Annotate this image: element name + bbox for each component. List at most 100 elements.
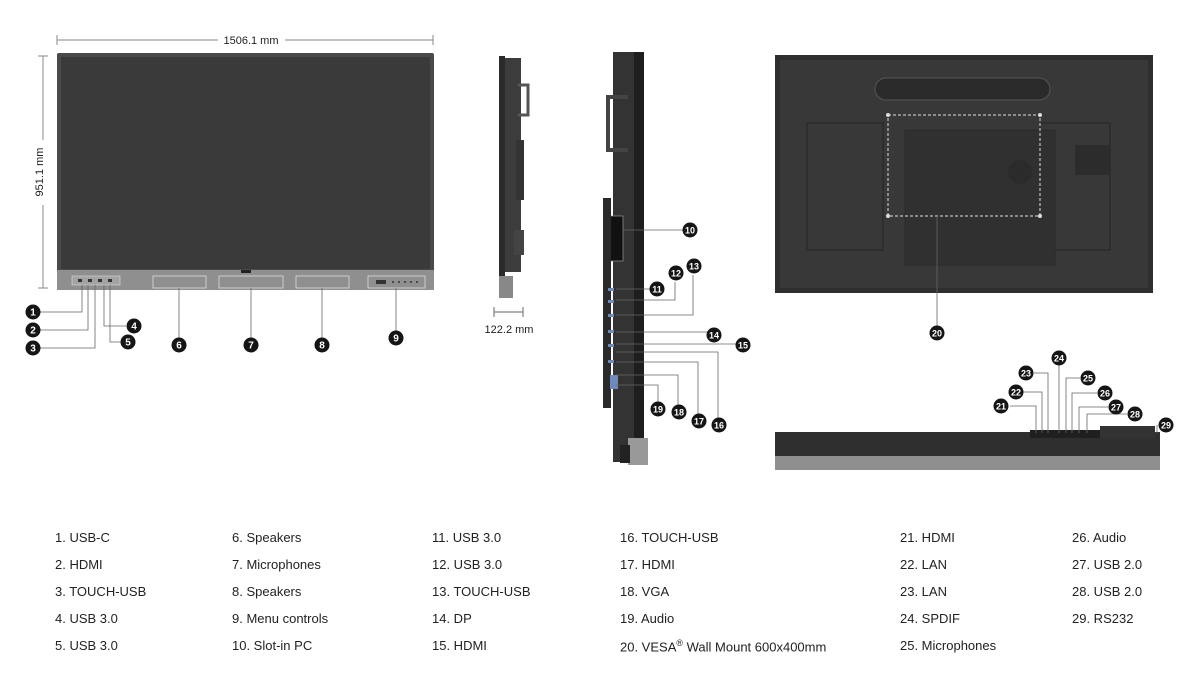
callout-number: 4 [131,322,137,333]
legend-item: 15. HDMI [432,638,487,653]
callout-29: 29 [1158,417,1174,433]
legend-column-4: 16. TOUCH-USB 17. HDMI 18. VGA 19. Audio… [620,530,826,665]
legend-item: 25. Microphones [900,638,997,653]
legend-column-6: 26. Audio 27. USB 2.0 28. USB 2.0 29. RS… [1072,530,1142,638]
callout-circle [682,222,698,238]
callout-circle [711,417,727,433]
callout-20: 20 [929,325,945,341]
vesa-mount-area [887,114,1041,217]
legend-item: 9. Menu controls [232,611,329,626]
product-diagram: 1506.1 mm 951.1 mm [25,35,1174,470]
legend-item: 11. USB 3.0 [432,530,502,545]
callout-circle [1080,370,1096,386]
legend-item: 13. TOUCH-USB [432,584,531,599]
callout-number: 25 [1083,374,1093,384]
callout-number: 21 [996,402,1006,412]
side-view: 122.2 mm [485,56,533,336]
callout-27: 27 [1108,399,1124,415]
callout-1: 1 [25,304,41,320]
bottom-view [775,358,1160,470]
callout-circle [1108,399,1124,415]
callout-17: 17 [691,413,707,429]
callout-10: 10 [682,222,698,238]
callout-number: 9 [393,334,399,345]
callout-circle [388,330,404,346]
callout-8: 8 [314,337,330,353]
callout-number: 10 [685,226,695,236]
callout-circle [1008,384,1024,400]
width-dimension-label: 1506.1 mm [223,35,278,47]
callout-2: 2 [25,322,41,338]
callout-6: 6 [171,337,187,353]
callout-23: 23 [1018,365,1034,381]
rear-view [775,55,1153,326]
legend-item: 23. LAN [900,584,947,599]
callout-circle [671,404,687,420]
legend-item: 18. VGA [620,584,670,599]
callout-number: 16 [714,421,724,431]
callout-circle [1127,406,1143,422]
height-dimension-label: 951.1 mm [34,148,46,197]
legend-column-2: 6. Speakers 7. Microphones 8. Speakers 9… [232,530,328,665]
callout-circle [1018,365,1034,381]
callout-21: 21 [993,398,1009,414]
legend-item: 1. USB-C [55,530,110,545]
callout-number: 19 [653,405,663,415]
callout-13: 13 [686,258,702,274]
callout-circle [929,325,945,341]
callout-number: 28 [1130,410,1140,420]
callout-circle [650,401,666,417]
callout-number: 15 [738,341,748,351]
callout-number: 2 [30,326,36,337]
callout-number: 5 [125,338,131,349]
callout-12: 12 [668,265,684,281]
callout-number: 12 [671,269,681,279]
legend-item: 4. USB 3.0 [55,611,118,626]
legend-item: 27. USB 2.0 [1072,557,1143,572]
legend-item: 12. USB 3.0 [432,557,503,572]
callout-5: 5 [120,334,136,350]
callout-14: 14 [706,327,722,343]
legend-item: 7. Microphones [232,557,321,572]
callout-circle [120,334,136,350]
callout-circle [706,327,722,343]
callout-circle [691,413,707,429]
callout-circle [668,265,684,281]
legend-item: 22. LAN [900,557,947,572]
callout-circle [1097,385,1113,401]
legend-item: 19. Audio [620,611,675,626]
callout-circle [25,304,41,320]
callout-circle [25,322,41,338]
callout-15: 15 [735,337,751,353]
callout-number: 13 [689,262,699,272]
callout-number: 26 [1100,389,1110,399]
legend-column-5: 21. HDMI 22. LAN 23. LAN 24. SPDIF 25. M… [900,530,996,665]
callout-number: 1 [30,308,36,319]
callout-18: 18 [671,404,687,420]
callout-circle [243,337,259,353]
callout-9: 9 [388,330,404,346]
callout-number: 11 [652,285,662,295]
callout-circle [686,258,702,274]
callout-number: 8 [319,341,325,352]
legend-item: 10. Slot-in PC [232,638,313,653]
callout-number: 18 [674,408,684,418]
callout-number: 20 [932,329,942,339]
legend-column-3: 11. USB 3.0 12. USB 3.0 13. TOUCH-USB 14… [432,530,531,665]
legend-item: 17. HDMI [620,557,675,572]
legend-item: 21. HDMI [900,530,955,545]
front-view: 1506.1 mm 951.1 mm [34,35,434,349]
callout-7: 7 [243,337,259,353]
callout-number: 22 [1011,388,1021,398]
callout-number: 17 [694,417,704,427]
legend-item: 29. RS232 [1072,611,1134,626]
callout-number: 29 [1161,421,1171,431]
legend-item: 8. Speakers [232,584,302,599]
legend-item: 20. VESA® Wall Mount 600x400mm [620,638,827,655]
callout-24: 24 [1051,350,1067,366]
callout-25: 25 [1080,370,1096,386]
callout-circle [126,318,142,334]
callout-4: 4 [126,318,142,334]
legend-item: 2. HDMI [55,557,103,572]
